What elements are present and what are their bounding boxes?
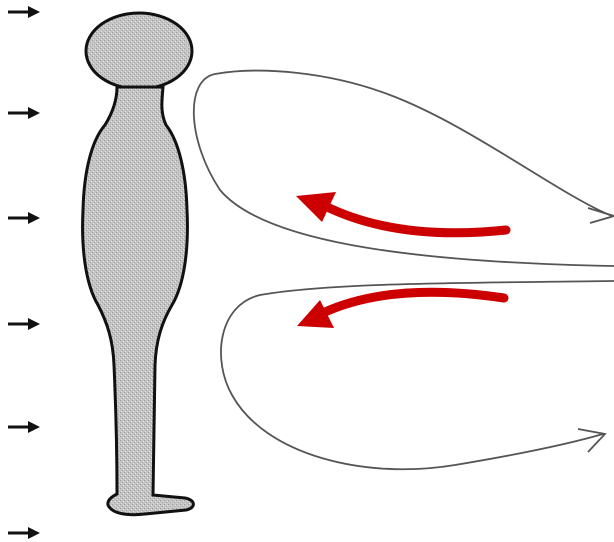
lower-flow-loop bbox=[221, 281, 614, 469]
upper-red-arrow bbox=[296, 192, 506, 233]
wind-arrow-icon bbox=[8, 107, 40, 119]
wind-arrow-icon bbox=[8, 421, 40, 433]
person-body bbox=[83, 87, 194, 515]
wind-arrow-icon bbox=[8, 212, 40, 224]
wind-arrow-icon bbox=[8, 6, 40, 18]
wind-arrows bbox=[8, 6, 40, 539]
person-figure bbox=[83, 13, 194, 515]
lower-red-arrow bbox=[297, 292, 504, 328]
upper-flow-loop bbox=[194, 71, 614, 266]
person-head bbox=[86, 13, 192, 89]
wind-arrow-icon bbox=[8, 527, 40, 539]
wind-arrow-icon bbox=[8, 318, 40, 330]
